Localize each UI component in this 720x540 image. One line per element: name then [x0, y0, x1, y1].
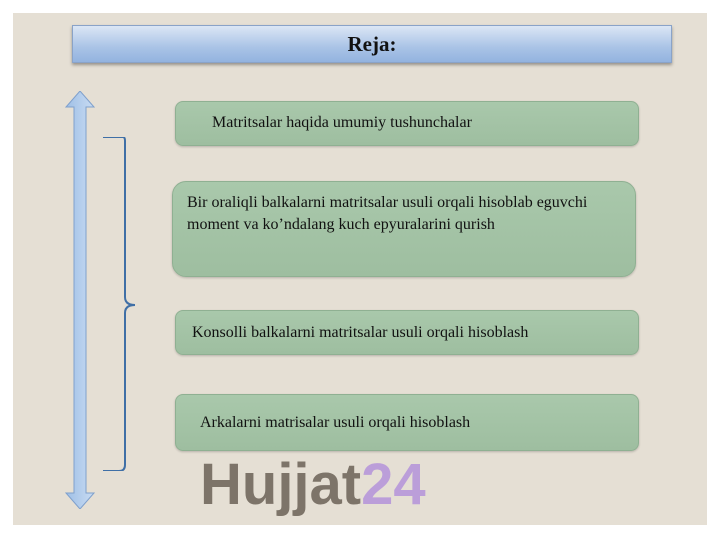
double-arrow-icon	[65, 91, 95, 509]
brace-icon	[103, 137, 136, 471]
plan-item-4: Arkalarni matrisalar usuli orqali hisobl…	[175, 394, 639, 451]
slide-title: Reja:	[72, 25, 672, 63]
plan-item-2: Bir oraliqli balkalarni matritsalar usul…	[172, 181, 636, 277]
plan-item-1: Matritsalar haqida umumiy tushunchalar	[175, 101, 639, 146]
plan-item-3: Konsolli balkalarni matritsalar usuli or…	[175, 310, 639, 355]
slide: Reja: Matritsalar haqida umumiy tushunch…	[13, 13, 707, 525]
